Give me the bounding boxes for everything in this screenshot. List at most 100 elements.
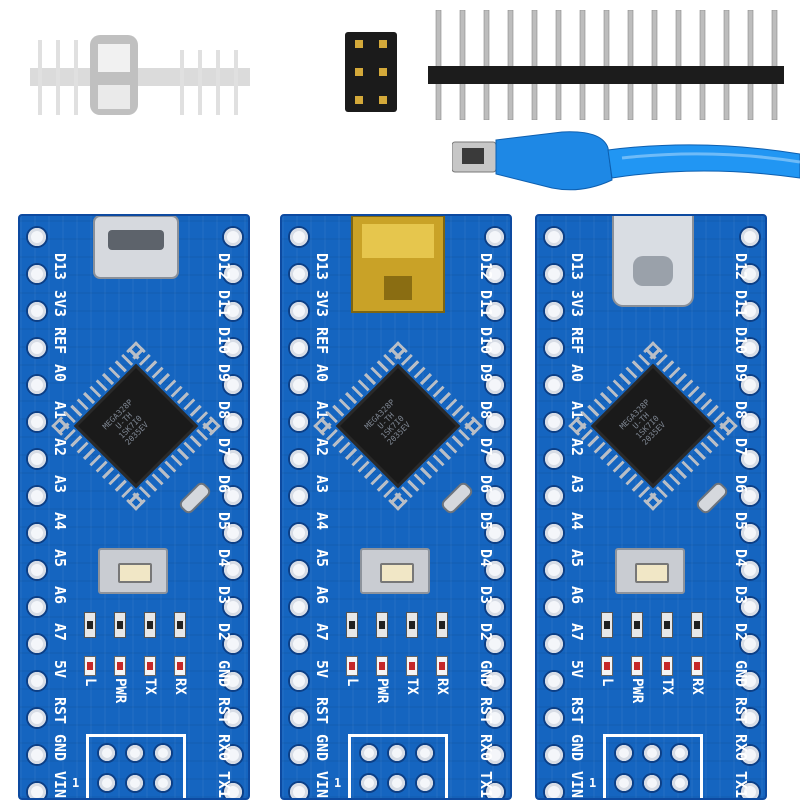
pin-label-left: A4 — [313, 512, 331, 531]
resistor — [661, 612, 673, 638]
pin-hole — [28, 783, 46, 798]
pin-hole — [28, 450, 46, 468]
mini-usb-cable — [452, 131, 800, 191]
pin-label-left: 3V3 — [51, 290, 69, 318]
pin-label-right: D8 — [732, 401, 750, 420]
pin-label-right: RST — [477, 697, 495, 725]
pin-hole — [224, 413, 242, 431]
pin-label-right: D11 — [215, 290, 233, 318]
crystal — [177, 480, 213, 516]
pin-label-left: 3V3 — [568, 290, 586, 318]
pin-label-left: 5V — [313, 660, 331, 679]
pin-hole — [741, 450, 759, 468]
status-led — [661, 656, 673, 676]
pin-label-left: D13 — [51, 253, 69, 281]
pin-label-left: A7 — [313, 623, 331, 642]
pin-label-right: D3 — [215, 586, 233, 605]
pin-label-right: RST — [732, 697, 750, 725]
pin-hole — [486, 450, 504, 468]
pin-hole — [741, 265, 759, 283]
pin-label-right: D10 — [732, 327, 750, 355]
pin-hole — [224, 709, 242, 727]
pin-hole — [545, 524, 563, 542]
icsp-header — [603, 734, 703, 798]
pin-label-right: D5 — [477, 512, 495, 531]
pin-hole — [290, 709, 308, 727]
pin-label-left: VIN — [313, 771, 331, 799]
icsp-pin1-marker: 1 — [72, 776, 80, 790]
pin-hole — [741, 376, 759, 394]
pin-label-right: D2 — [732, 623, 750, 642]
pin-hole — [290, 746, 308, 764]
resistor — [631, 612, 643, 638]
status-led — [376, 656, 388, 676]
pin-label-left: A7 — [51, 623, 69, 642]
pin-hole — [741, 487, 759, 505]
pin-hole — [741, 635, 759, 653]
pin-hole — [486, 672, 504, 690]
pin-label-left: RST — [313, 697, 331, 725]
pin-hole — [741, 302, 759, 320]
resistor — [114, 612, 126, 638]
pin-label-left: A6 — [313, 586, 331, 605]
led-label: TX — [142, 678, 158, 695]
icsp-pin — [417, 775, 433, 791]
pin-hole — [224, 450, 242, 468]
male-pin-header — [428, 10, 784, 120]
mini-usb-port — [351, 216, 445, 313]
pin-label-right: D7 — [215, 438, 233, 457]
icsp-pin — [361, 775, 377, 791]
status-led — [346, 656, 358, 676]
status-led — [406, 656, 418, 676]
pin-hole — [486, 783, 504, 798]
pin-label-left: A7 — [568, 623, 586, 642]
pin-label-right: D9 — [732, 364, 750, 383]
pin-hole — [545, 672, 563, 690]
icsp-pin — [155, 775, 171, 791]
pin-hole — [224, 598, 242, 616]
reset-button — [360, 548, 430, 594]
resistor — [601, 612, 613, 638]
pin-hole — [486, 376, 504, 394]
pin-hole — [290, 450, 308, 468]
pin-hole — [545, 487, 563, 505]
status-led — [144, 656, 156, 676]
pin-hole — [545, 450, 563, 468]
pin-label-right: D12 — [477, 253, 495, 281]
status-led — [631, 656, 643, 676]
pin-label-right: D4 — [477, 549, 495, 568]
led-label: PWR — [374, 678, 390, 704]
status-led — [174, 656, 186, 676]
pin-hole — [28, 524, 46, 542]
pin-label-right: TX1 — [732, 771, 750, 799]
icsp-pin — [389, 745, 405, 761]
pin-hole — [486, 598, 504, 616]
pin-hole — [28, 376, 46, 394]
pin-hole — [28, 265, 46, 283]
icsp-pin — [99, 745, 115, 761]
pin-hole — [486, 746, 504, 764]
icsp-pin — [99, 775, 115, 791]
pin-label-right: D10 — [215, 327, 233, 355]
pin-label-right: GND — [477, 660, 495, 688]
pin-hole — [290, 413, 308, 431]
pin-label-left: GND — [568, 734, 586, 762]
pin-hole — [224, 339, 242, 357]
icsp-pin — [672, 775, 688, 791]
pin-hole — [545, 413, 563, 431]
pin-hole — [224, 228, 242, 246]
pin-hole — [290, 376, 308, 394]
pin-label-left: D13 — [313, 253, 331, 281]
pin-hole — [28, 672, 46, 690]
pin-hole — [224, 265, 242, 283]
pin-label-right: D6 — [215, 475, 233, 494]
icsp-pin — [672, 745, 688, 761]
pin-label-left: A5 — [313, 549, 331, 568]
led-label: TX — [659, 678, 675, 695]
pin-label-right: D2 — [215, 623, 233, 642]
led-label: RX — [689, 678, 705, 695]
pin-hole — [545, 746, 563, 764]
pin-label-left: GND — [313, 734, 331, 762]
resistor — [144, 612, 156, 638]
pin-hole — [28, 302, 46, 320]
